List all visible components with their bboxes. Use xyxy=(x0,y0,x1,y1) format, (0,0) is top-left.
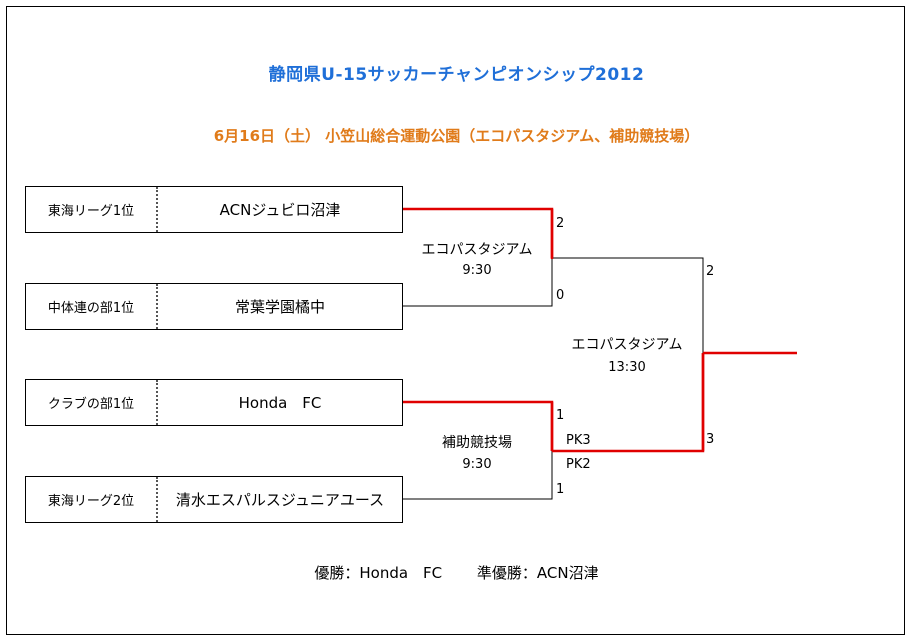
team-seed: 東海リーグ2位 xyxy=(26,477,158,522)
team-box-4: 東海リーグ2位 清水エスパルスジュニアユース xyxy=(25,476,403,523)
final-score-bottom: 3 xyxy=(706,432,715,447)
semifinal-1-score-bottom: 0 xyxy=(556,288,565,303)
team-box-3: クラブの部1位 Honda FC xyxy=(25,379,403,426)
semifinal-2-pk-top: PK3 xyxy=(566,433,591,448)
final-time: 13:30 xyxy=(608,360,646,375)
tournament-title: 静岡県U-15サッカーチャンピオンシップ2012 xyxy=(268,65,645,85)
bracket-line-team2 xyxy=(403,258,553,307)
bracket-line-semi1-winner xyxy=(552,257,704,353)
semifinal-1-time: 9:30 xyxy=(462,263,492,278)
runner-up-text: 準優勝：ACN沼津 xyxy=(476,564,599,582)
semifinal-1-score-top: 2 xyxy=(556,216,565,231)
team-seed: クラブの部1位 xyxy=(26,380,158,425)
team-name: ACNジュビロ沼津 xyxy=(219,201,341,219)
semifinal-2-score-bottom: 1 xyxy=(556,482,565,497)
champion-text: 優勝：Honda FC xyxy=(314,564,443,582)
final-venue: エコパスタジアム xyxy=(571,337,683,353)
semifinal-2-venue: 補助競技場 xyxy=(442,435,512,451)
team-name: Honda FC xyxy=(238,394,322,412)
semifinal-2-score-top: 1 xyxy=(556,408,565,423)
final-score-top: 2 xyxy=(706,264,715,279)
team-box-2: 中体連の部1位 常葉学園橘中 xyxy=(25,283,403,330)
semifinal-2-pk-bottom: PK2 xyxy=(566,457,591,472)
semifinal-2-time: 9:30 xyxy=(462,457,492,472)
tournament-subtitle: 6月16日（土） 小笠山総合運動公園（エコパスタジアム、補助競技場） xyxy=(213,127,700,145)
team-name: 清水エスパルスジュニアユース xyxy=(175,491,385,509)
page-frame xyxy=(6,6,905,635)
team-box-1: 東海リーグ1位 ACNジュビロ沼津 xyxy=(25,186,403,233)
team-seed: 中体連の部1位 xyxy=(26,284,158,329)
bracket-line-team4 xyxy=(403,451,553,500)
result-footer: 優勝：Honda FC 準優勝：ACN沼津 xyxy=(0,562,913,583)
team-name: 常葉学園橘中 xyxy=(234,298,325,316)
semifinal-1-venue: エコパスタジアム xyxy=(421,242,533,258)
team-seed: 東海リーグ1位 xyxy=(26,187,158,232)
